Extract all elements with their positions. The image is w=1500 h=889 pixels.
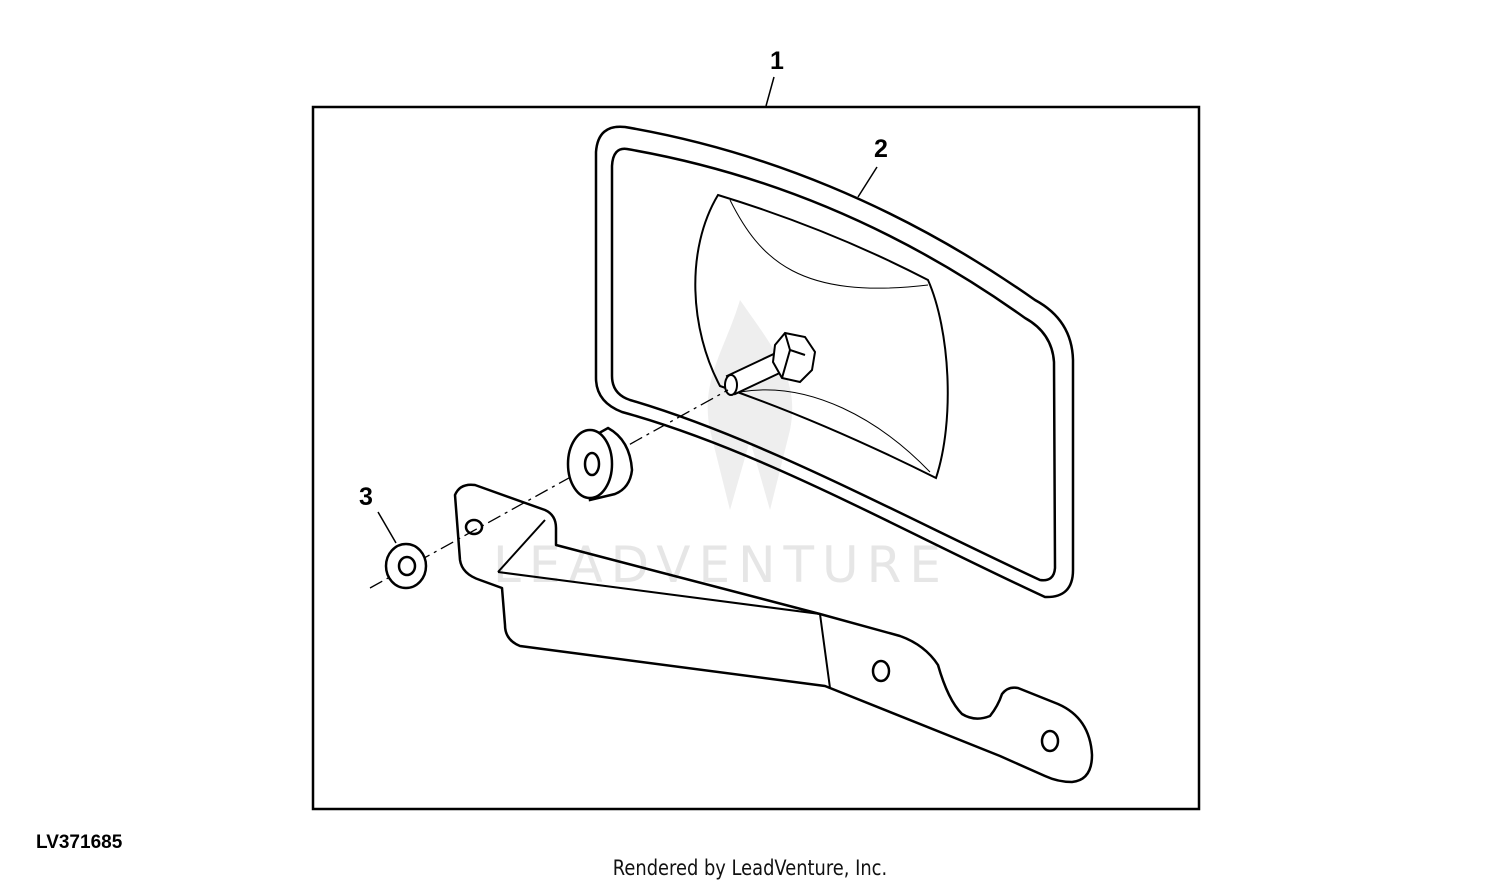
- mirror-stud: [724, 331, 817, 396]
- leader-line-2: [857, 166, 878, 198]
- stud-nut: [771, 331, 817, 384]
- watermark-logo-icon: [707, 300, 793, 510]
- figure-id: LV371685: [36, 832, 123, 853]
- mirror-frame-inner: [610, 147, 1057, 582]
- assembly-border: [311, 105, 1201, 811]
- stud-end: [724, 374, 738, 396]
- mirror-glass: [694, 193, 949, 480]
- washer-inner: [397, 555, 417, 577]
- bracket-hole: [871, 659, 891, 683]
- leader-line-3: [377, 511, 397, 544]
- washer: [384, 542, 428, 590]
- mirror-reflection-curve: [739, 389, 931, 473]
- callout-2: 2: [874, 135, 888, 163]
- watermark-text: LEADVENTURE: [493, 536, 949, 594]
- mirror-head: [594, 125, 1075, 599]
- bracket-bend-line: [497, 519, 831, 689]
- spacer-bushing: [566, 426, 634, 502]
- leader-line-1: [765, 76, 775, 107]
- watermark: LEADVENTURE: [493, 300, 949, 594]
- bracket-hole: [464, 518, 484, 536]
- footer-credit: Rendered by LeadVenture, Inc.: [612, 856, 888, 880]
- callout-1: 1: [770, 47, 784, 75]
- mounting-bracket: [453, 483, 1094, 784]
- bracket-hole: [1040, 729, 1060, 753]
- stud-nut-edge: [781, 332, 806, 379]
- mirror-frame-outer: [594, 125, 1075, 599]
- bracket-outline: [453, 483, 1094, 784]
- mirror-reflection-curve: [729, 199, 929, 289]
- bushing-hole: [583, 451, 601, 477]
- callout-3: 3: [359, 483, 373, 511]
